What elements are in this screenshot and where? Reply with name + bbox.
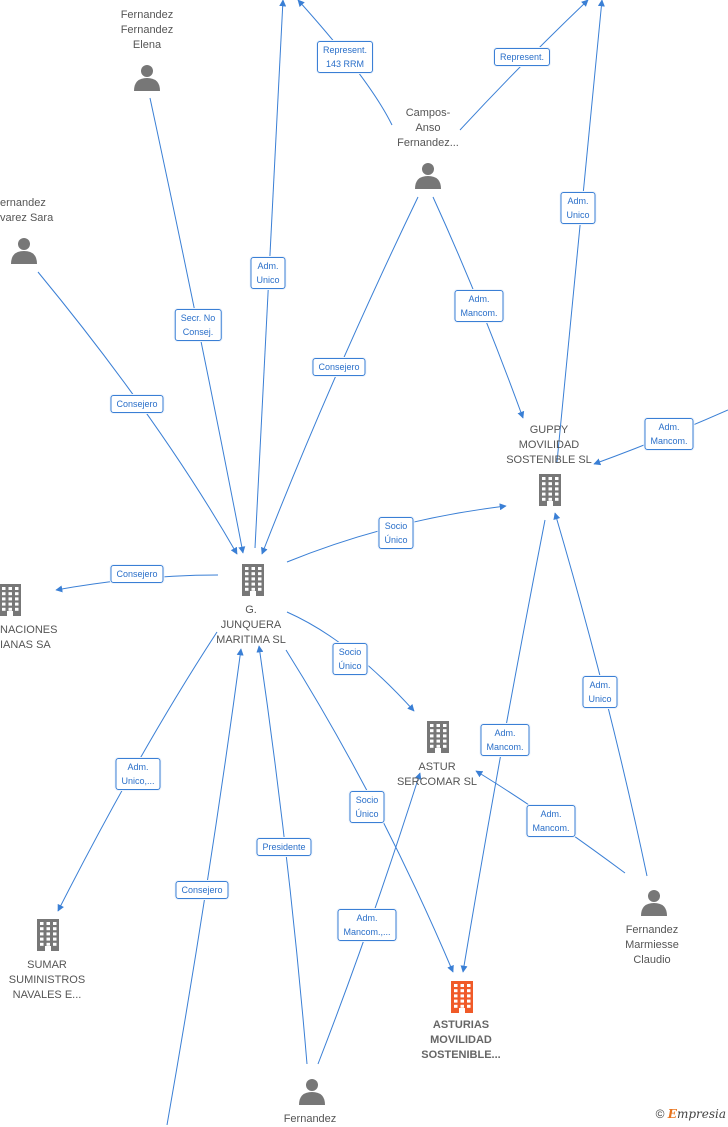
node-label-sumar[interactable]: SUMAR SUMINISTROS NAVALES E... (8, 959, 86, 1001)
edge-label[interactable]: Adm. Mancom. (526, 805, 576, 837)
edge-label[interactable]: Presidente (256, 838, 312, 856)
edge-label[interactable]: Consejero (110, 565, 164, 583)
edge-label[interactable]: Adm. Unico (560, 192, 596, 224)
brand-logo-rest: mpresia (676, 1107, 726, 1121)
edge-label[interactable]: Consejero (110, 395, 164, 413)
node-label-fernandez-elena[interactable]: Fernandez Fernandez Elena (120, 9, 174, 51)
person-icon[interactable] (299, 1079, 325, 1105)
edge-line (261, 196, 419, 555)
edge-line (556, 0, 605, 463)
target-company-icon[interactable] (451, 981, 473, 1013)
company-icon[interactable] (427, 721, 449, 753)
company-icon[interactable] (539, 474, 561, 506)
node-label-asturias-movilidad[interactable]: ASTURIAS MOVILIDAD SOSTENIBLE... (421, 1019, 501, 1061)
edge-line (37, 271, 238, 555)
brand-logo[interactable]: Empresia (668, 1107, 726, 1121)
node-label-fernandez-sara[interactable]: ernandez varez Sara (0, 197, 54, 224)
icons-layer (0, 65, 667, 1105)
edge-label[interactable]: Adm. Mancom.,... (337, 909, 397, 941)
node-label-campos-anso[interactable]: Campos- Anso Fernandez... (397, 107, 459, 149)
person-icon[interactable] (641, 890, 667, 916)
person-icon[interactable] (11, 238, 37, 264)
edge-label[interactable]: Adm. Unico,... (115, 758, 161, 790)
edge-label[interactable]: Adm. Unico (582, 676, 618, 708)
copyright-symbol: © (655, 1107, 665, 1121)
node-label-fernandez-bottom[interactable]: Fernandez (283, 1113, 337, 1125)
node-label-g-junquera[interactable]: G. JUNQUERA MARITIMA SL (216, 604, 286, 646)
node-label-naciones[interactable]: NACIONES IANAS SA (0, 624, 58, 651)
edge-label[interactable]: Socio Único (378, 517, 414, 549)
edge-label[interactable]: Adm. Unico (250, 257, 286, 289)
edge-label[interactable]: Adm. Mancom. (454, 290, 504, 322)
edge-label[interactable]: Represent. 143 RRM (316, 41, 374, 73)
edge-label[interactable]: Socio Único (332, 643, 368, 675)
node-label-astur-sercomar[interactable]: ASTUR SERCOMAR SL (396, 761, 478, 788)
company-icon[interactable] (242, 564, 264, 596)
edge-label[interactable]: Consejero (175, 881, 229, 899)
brand-logo-e: E (667, 1107, 677, 1121)
edge-label[interactable]: Represent. (493, 48, 551, 66)
edge-label[interactable]: Secr. No Consej. (174, 309, 222, 341)
edge-label[interactable]: Adm. Mancom. (644, 418, 694, 450)
edge-label[interactable]: Adm. Mancom. (480, 724, 530, 756)
node-label-fernandez-claudio[interactable]: Fernandez Marmiesse Claudio (625, 924, 679, 966)
node-label-guppy[interactable]: GUPPY MOVILIDAD SOSTENIBLE SL (506, 424, 592, 466)
edge-label[interactable]: Consejero (312, 358, 366, 376)
company-icon[interactable] (37, 919, 59, 951)
person-icon[interactable] (415, 163, 441, 189)
footer-brand: © Empresia (656, 1107, 726, 1121)
person-icon[interactable] (134, 65, 160, 91)
edge-line (256, 645, 308, 1065)
edge-label[interactable]: Socio Único (349, 791, 385, 823)
company-icon[interactable] (0, 584, 21, 616)
